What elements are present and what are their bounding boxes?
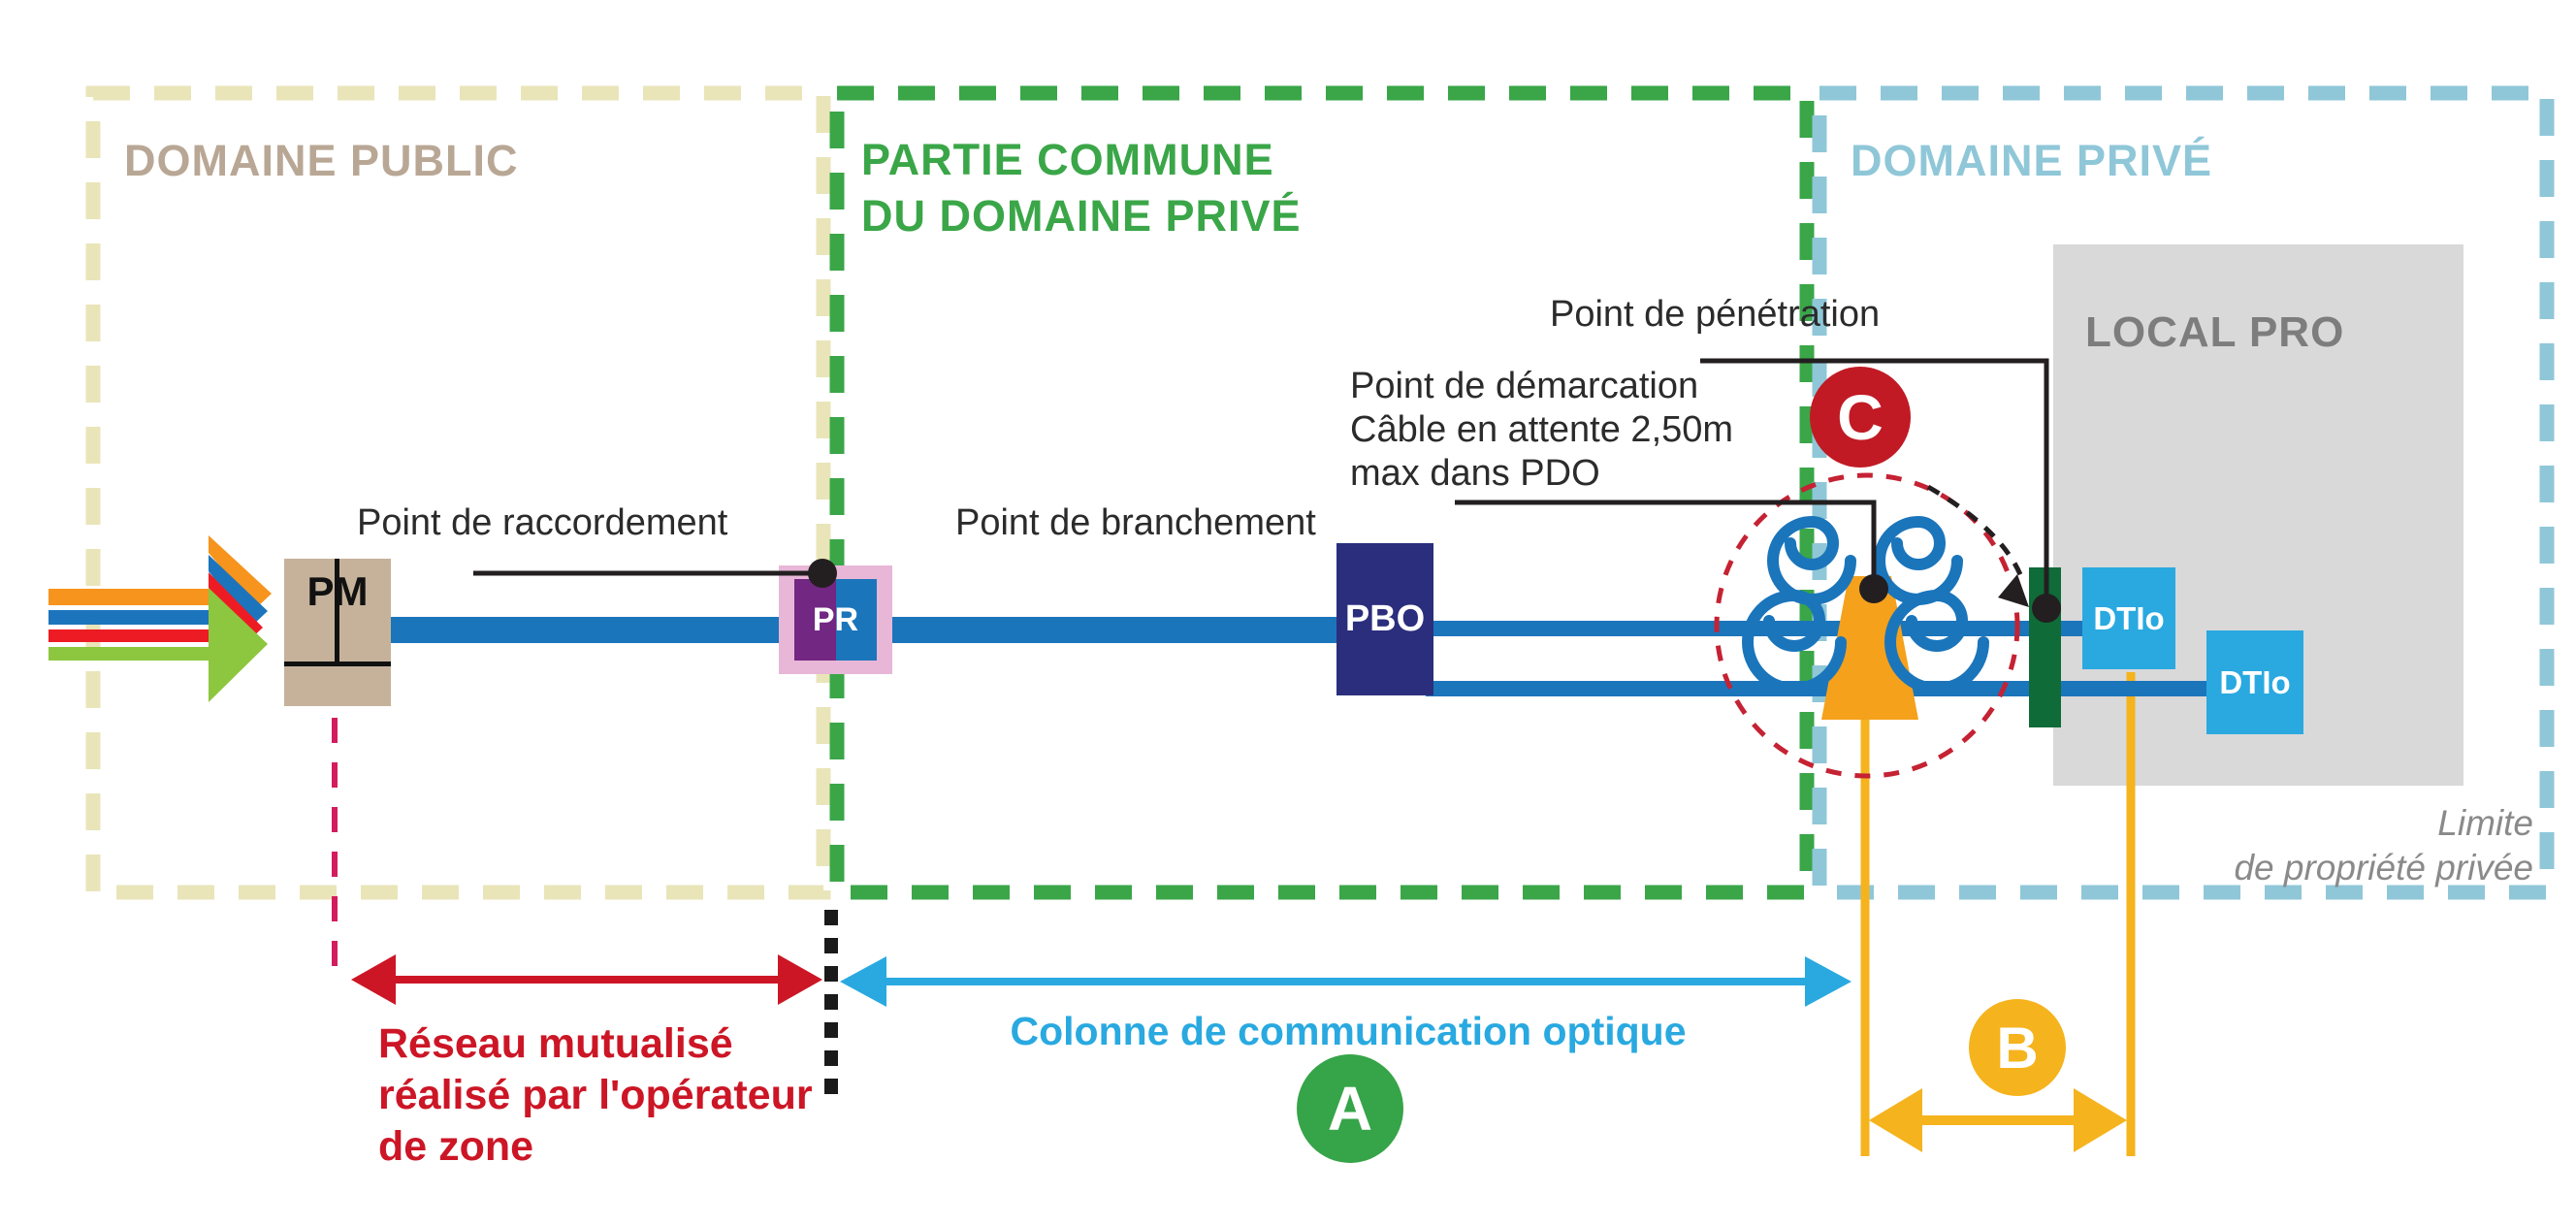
badge-c-label: C xyxy=(1837,381,1884,453)
pr-purple-half xyxy=(794,579,836,661)
fiber-stripe-red xyxy=(48,629,209,642)
limite-propriete-label: Limite de propriété privée xyxy=(2234,803,2533,887)
penetration-bar xyxy=(2029,567,2061,727)
callout-demarcation-label: Point de démarcation Câble en attente 2,… xyxy=(1350,366,1734,494)
local-pro-label: LOCAL PRO xyxy=(2085,308,2345,356)
pr-node: PR xyxy=(779,565,892,674)
callout-branchement-label: Point de branchement xyxy=(955,502,1316,543)
dtio-node-2: DTIo xyxy=(2206,630,2303,734)
callout-raccordement-label: Point de raccordement xyxy=(357,502,728,543)
badge-c: C xyxy=(1810,367,1911,468)
badge-b: B xyxy=(1969,999,2066,1096)
badge-a: A xyxy=(1297,1054,1403,1163)
callout-penetration-label: Point de pénétration xyxy=(1550,294,1881,335)
pr-blue-half xyxy=(835,579,877,661)
zone-public-box xyxy=(85,85,831,900)
fiber-stripe-green xyxy=(48,647,209,661)
dtio-node-1: DTIo xyxy=(2082,567,2175,669)
slack-coil-icon xyxy=(1884,589,1989,694)
pbo-label: PBO xyxy=(1344,598,1426,639)
pbo-node: PBO xyxy=(1336,543,1433,695)
zone-private-label: DOMAINE PRIVÉ xyxy=(1851,136,2213,185)
badge-a-label: A xyxy=(1327,1074,1373,1144)
dtio-label-2: DTIo xyxy=(2219,663,2291,700)
pm-label: PM xyxy=(306,568,369,614)
fiber-stripe-orange xyxy=(48,589,209,605)
zone-public-label: DOMAINE PUBLIC xyxy=(124,136,519,185)
pr-inner-box xyxy=(794,579,877,661)
pr-label: PR xyxy=(812,600,859,638)
pm-node: PM xyxy=(284,559,391,706)
pm-divider-vertical xyxy=(335,559,339,661)
reseau-mutualise-label: Réseau mutualisé réalisé par l'opérateur… xyxy=(378,1020,813,1170)
badge-b-label: B xyxy=(1996,1015,2039,1081)
colonne-optique-label: Colonne de communication optique xyxy=(1010,1009,1687,1053)
pm-divider-horizontal xyxy=(284,661,391,666)
zone-common-label: PARTIE COMMUNE DU DOMAINE PRIVÉ xyxy=(861,135,1302,241)
fiber-stripe-blue xyxy=(48,610,209,625)
slack-coil-icon xyxy=(1874,515,1963,605)
dtio-label-1: DTIo xyxy=(2093,599,2165,636)
slack-coil-icon xyxy=(1742,589,1847,694)
fiber-bundle-arrow-icon xyxy=(48,535,272,702)
